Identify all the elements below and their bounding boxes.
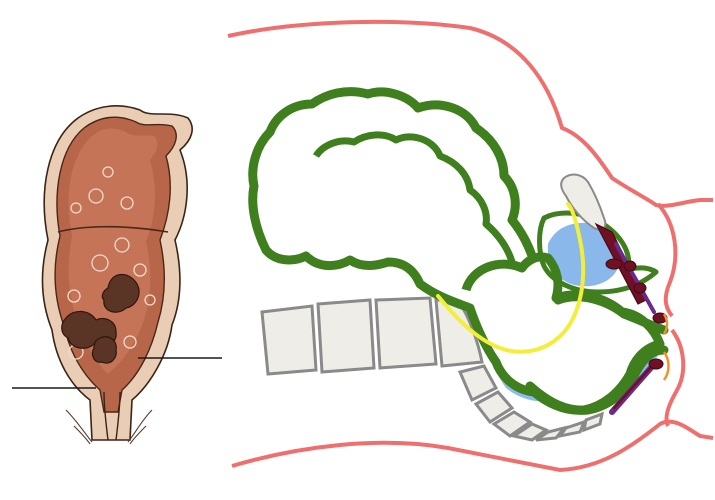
muscle-node xyxy=(634,283,646,293)
rectum-illustration xyxy=(12,106,222,444)
muscle-node xyxy=(649,359,663,369)
vertebra xyxy=(560,422,584,436)
body-outline-lower xyxy=(232,422,713,470)
anal-opening xyxy=(664,314,667,334)
pelvic-schematic xyxy=(228,22,713,470)
vertebra xyxy=(376,298,436,368)
muscle-node xyxy=(624,261,636,271)
vertebra xyxy=(318,300,374,372)
vaginal-opening xyxy=(664,352,669,380)
vertebra xyxy=(584,414,602,430)
muscle-node xyxy=(606,259,622,269)
vertebra xyxy=(262,306,316,374)
stool-mass xyxy=(92,337,116,363)
